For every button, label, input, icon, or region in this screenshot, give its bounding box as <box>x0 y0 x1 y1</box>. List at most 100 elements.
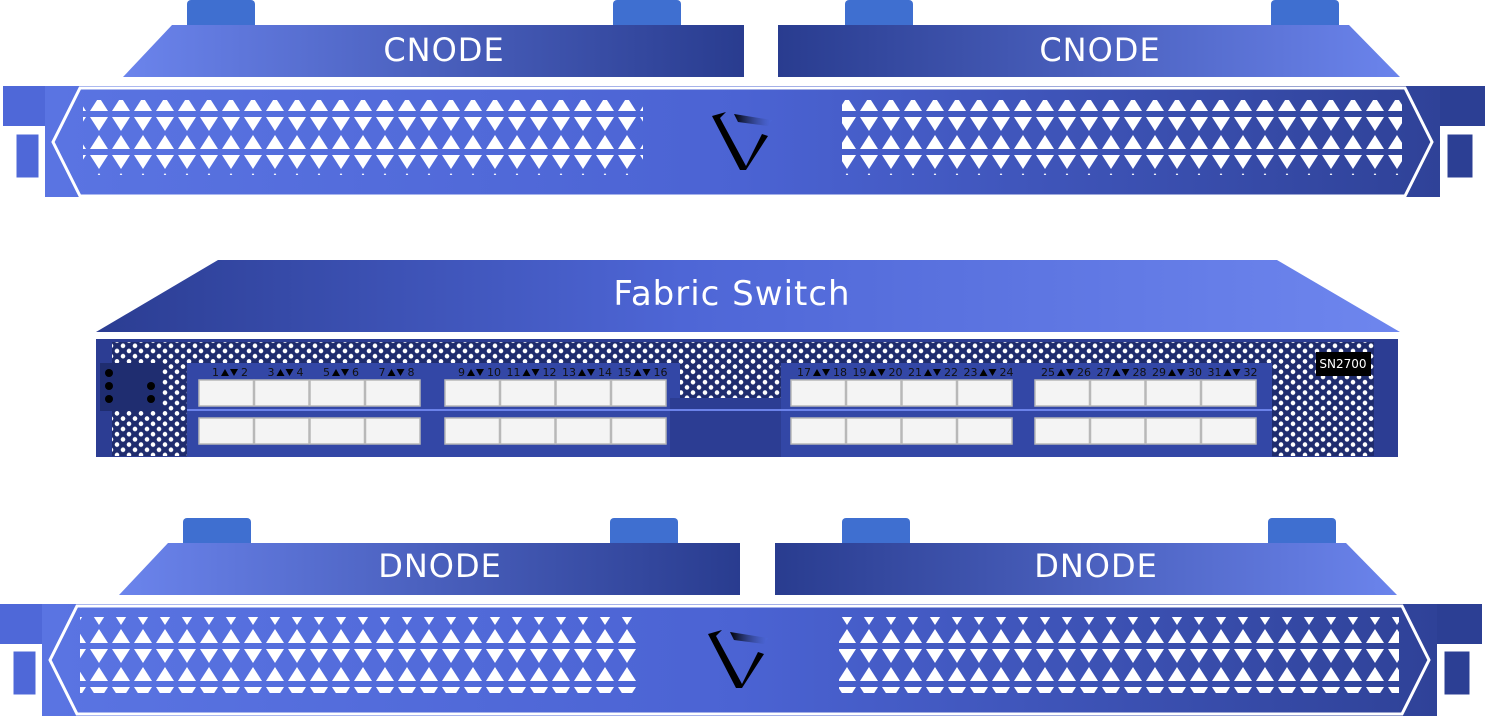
switch-port <box>790 379 847 407</box>
cnode-label-plate-left <box>123 25 744 77</box>
port-number: 21 <box>908 366 922 379</box>
port-number: 27 <box>1097 366 1111 379</box>
port-down-arrow-icon <box>822 369 830 376</box>
port-down-arrow-icon <box>1177 369 1185 376</box>
mgmt-led <box>147 382 155 390</box>
switch-port <box>364 379 421 407</box>
model-badge <box>1316 352 1371 376</box>
port-number: 31 <box>1208 366 1222 379</box>
dnode-label-right: DNODE <box>1034 547 1158 585</box>
port-down-arrow-icon <box>1121 369 1130 376</box>
switch-port <box>610 379 667 407</box>
rack-ear-right <box>1437 604 1482 644</box>
port-number: 11 <box>507 366 521 379</box>
port-up-arrow-icon <box>276 369 285 376</box>
switch-port <box>198 417 255 445</box>
port-number: 18 <box>833 366 847 379</box>
port-number: 1 <box>212 366 219 379</box>
mount-tab <box>845 0 913 30</box>
switch-port <box>253 417 310 445</box>
switch-top-plate <box>96 260 1400 332</box>
port-number: 7 <box>379 366 386 379</box>
port-up-arrow-icon <box>1223 369 1232 376</box>
switch-port <box>1089 417 1146 445</box>
mgmt-led <box>147 395 155 403</box>
port-up-arrow-icon <box>578 369 586 376</box>
port-down-arrow-icon <box>642 369 651 376</box>
rack-ear-right <box>1440 86 1485 126</box>
dnode-label-plate-left <box>119 543 740 595</box>
port-down-arrow-icon <box>531 369 540 376</box>
port-down-arrow-icon <box>587 369 595 376</box>
switch-port <box>956 379 1013 407</box>
port-down-arrow-icon <box>988 369 997 376</box>
port-up-arrow-icon <box>813 369 821 376</box>
dnode-label-left: DNODE <box>378 547 502 585</box>
port-up-arrow-icon <box>522 369 531 376</box>
rack-ear-left <box>3 86 45 126</box>
vent-right <box>839 617 1399 693</box>
port-number: 30 <box>1188 366 1202 379</box>
rack-ear-left-handle <box>10 648 39 698</box>
switch-port <box>845 379 902 407</box>
switch-title: Fabric Switch <box>613 274 850 314</box>
port-number: 29 <box>1152 366 1166 379</box>
switch-port <box>1200 417 1257 445</box>
port-up-arrow-icon <box>1057 369 1065 376</box>
port-up-arrow-icon <box>1112 369 1121 376</box>
port-up-arrow-icon <box>221 369 229 376</box>
mount-tab <box>610 518 678 548</box>
switch-port <box>309 379 366 407</box>
mount-tab <box>842 518 910 548</box>
port-up-arrow-icon <box>868 369 877 376</box>
port-number: 24 <box>1000 366 1014 379</box>
rack-ear-right-handle <box>1444 131 1476 181</box>
port-number: 5 <box>323 366 330 379</box>
port-up-arrow-icon <box>979 369 988 376</box>
switch-port <box>253 379 310 407</box>
cnode-label-left: CNODE <box>383 31 504 69</box>
switch-port <box>901 379 958 407</box>
port-up-arrow-icon <box>633 369 642 376</box>
port-number: 20 <box>889 366 903 379</box>
port-number: 23 <box>964 366 978 379</box>
port-number: 19 <box>853 366 867 379</box>
switch-right-edge <box>1382 341 1398 457</box>
mgmt-led <box>105 395 113 403</box>
switch-port <box>790 417 847 445</box>
mount-tab <box>1268 518 1336 548</box>
port-up-arrow-icon <box>467 369 475 376</box>
port-down-arrow-icon <box>1066 369 1074 376</box>
switch-port <box>1145 417 1202 445</box>
cnode-label-plate-right <box>778 25 1400 77</box>
model-label: SN2700 <box>1319 357 1366 371</box>
switch-port <box>555 379 612 407</box>
port-number: 10 <box>487 366 501 379</box>
cnode-label-right: CNODE <box>1039 31 1160 69</box>
port-down-arrow-icon <box>230 369 238 376</box>
port-number: 8 <box>408 366 415 379</box>
port-number: 22 <box>944 366 958 379</box>
port-number: 28 <box>1133 366 1147 379</box>
cnode-chassis: CNODE CNODE <box>3 0 1485 198</box>
switch-port <box>1034 379 1091 407</box>
port-number: 14 <box>598 366 612 379</box>
switch-port <box>956 417 1013 445</box>
port-number: 9 <box>458 366 465 379</box>
port-number: 4 <box>297 366 304 379</box>
switch-port <box>845 417 902 445</box>
switch-port <box>1034 417 1091 445</box>
switch-port <box>499 417 556 445</box>
port-up-arrow-icon <box>1168 369 1176 376</box>
vent-left <box>80 617 640 693</box>
switch-port <box>499 379 556 407</box>
mount-tab <box>613 0 681 30</box>
dnode-label-plate-right <box>775 543 1397 595</box>
port-up-arrow-icon <box>332 369 340 376</box>
